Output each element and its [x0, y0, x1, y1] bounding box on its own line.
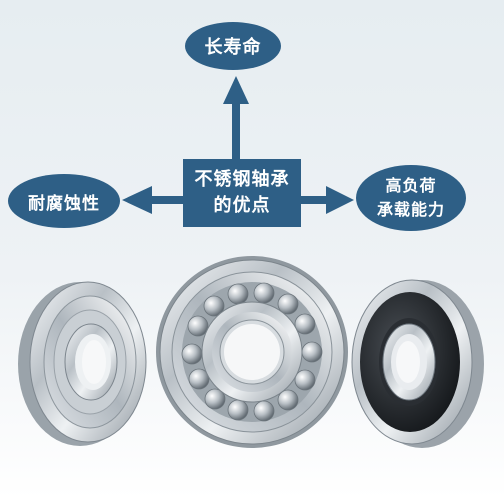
arrow-up-shaft	[232, 100, 240, 160]
arrow-left-shaft	[150, 196, 184, 204]
left-bearing	[18, 281, 147, 446]
bearings-illustration	[18, 256, 484, 448]
top-node: 长寿命	[185, 22, 281, 70]
center-line-1: 不锈钢轴承	[194, 169, 290, 190]
center-bearing	[156, 256, 348, 448]
center-node: 不锈钢轴承 的优点	[183, 159, 301, 227]
arrows	[122, 76, 354, 214]
left-node: 耐腐蚀性	[8, 174, 120, 228]
center-line-2: 的优点	[213, 195, 271, 216]
right-node: 高负荷 承载能力	[356, 165, 466, 231]
top-label: 长寿命	[204, 37, 262, 58]
left-label: 耐腐蚀性	[28, 193, 100, 214]
arrow-right-shaft	[300, 196, 328, 204]
right-line-1: 高负荷	[385, 176, 437, 195]
right-line-2: 承载能力	[376, 200, 445, 219]
arrow-left-head	[122, 186, 152, 214]
right-bearing	[351, 279, 484, 448]
arrow-right-head	[326, 186, 354, 214]
arrow-up-head	[223, 76, 249, 104]
